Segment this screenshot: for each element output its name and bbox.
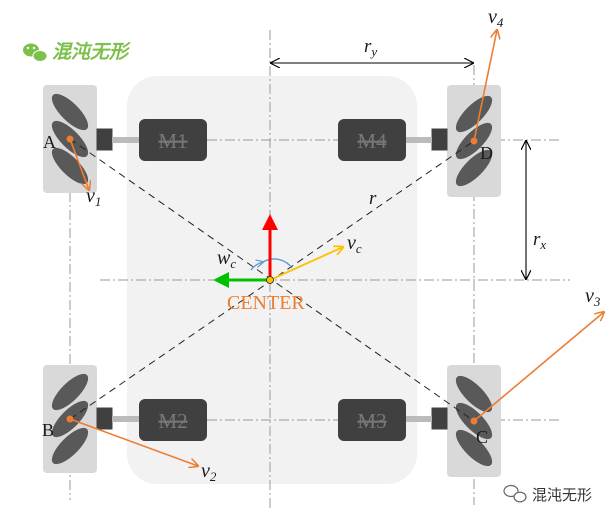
shafts	[96, 128, 448, 430]
header-brand: 混沌无形	[23, 41, 131, 63]
wheel-d-label: D	[480, 143, 493, 163]
motor-m1-label: M1	[158, 129, 187, 153]
r-label: r	[369, 188, 377, 209]
center-point	[266, 276, 274, 284]
ry-subscript: y	[369, 44, 377, 59]
wheel-a-label: A	[43, 132, 56, 152]
motor-m2-label: M2	[158, 409, 187, 433]
wechat-icon	[503, 484, 527, 503]
v4-label: v4	[488, 6, 504, 30]
motor-m1: M1	[139, 119, 207, 161]
v1-arrow	[69, 138, 89, 190]
svg-text:rx: rx	[533, 229, 546, 252]
v2-arrow	[69, 418, 198, 466]
velocity-arrows	[66, 30, 605, 466]
rx-subscript: x	[539, 237, 546, 252]
center-frame	[213, 214, 343, 288]
v3-label: v3	[585, 285, 601, 309]
footer-brand: 混沌无形	[503, 484, 592, 504]
motor-m3-label: M3	[357, 409, 386, 433]
motor-m4-label: M4	[357, 129, 387, 153]
brand-title: 混沌无形	[52, 41, 131, 63]
center-label: CENTER	[227, 292, 305, 314]
v1-label: v1	[86, 185, 101, 209]
wheel-c-label: C	[476, 427, 488, 447]
motor-m4: M4	[338, 119, 406, 161]
wheel-b-label: B	[42, 420, 54, 440]
vc-label: vc	[347, 232, 362, 256]
wechat-icon	[23, 43, 48, 62]
v2-label: v2	[201, 460, 217, 484]
motor-m3: M3	[338, 399, 406, 441]
ry-label: r	[364, 36, 372, 57]
v3-arrow	[473, 312, 604, 422]
v4-arrow	[473, 30, 497, 142]
rx-label: r	[533, 229, 541, 250]
dimension-ry: ry	[271, 36, 473, 63]
footer-brand-text: 混沌无形	[532, 486, 592, 504]
dimension-rx: rx	[526, 141, 546, 279]
svg-text:ry: ry	[364, 36, 377, 59]
wc-label: wc	[217, 247, 236, 271]
motor-m2: M2	[139, 399, 207, 441]
vc-arrow	[269, 247, 343, 281]
rotation-arc	[262, 258, 293, 269]
